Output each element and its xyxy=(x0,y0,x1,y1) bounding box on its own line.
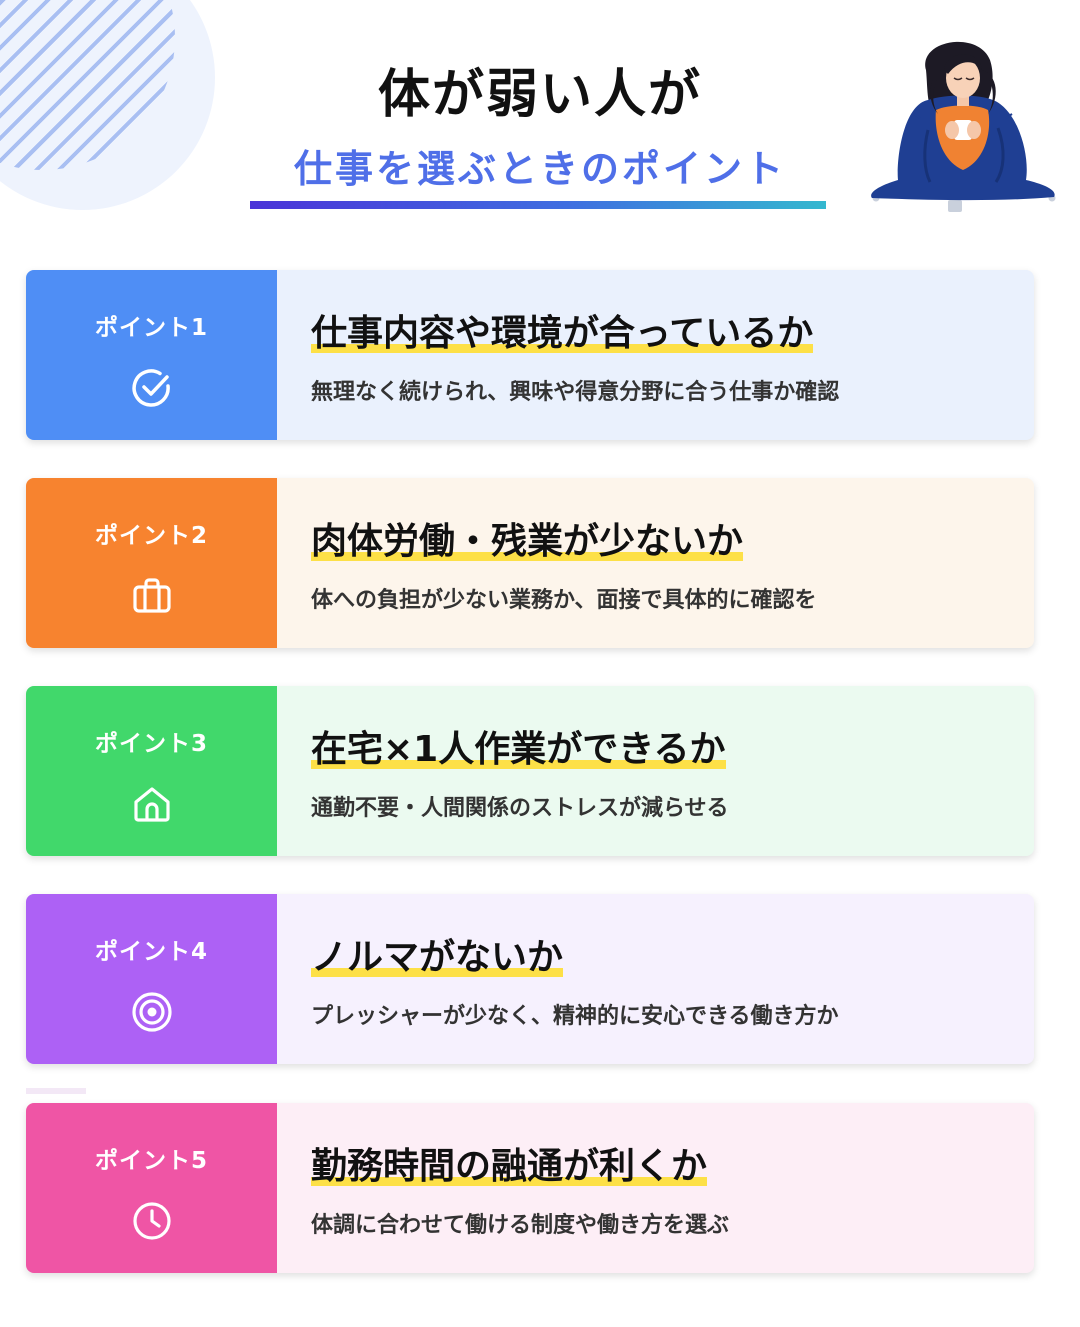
subtitle-underline-bar xyxy=(250,201,826,209)
page-subtitle: 仕事を選ぶときのポイント xyxy=(293,147,786,191)
point-label: ポイント5 xyxy=(94,1148,208,1174)
point-card-badge: ポイント2 xyxy=(26,478,277,648)
briefcase-icon xyxy=(132,578,171,613)
point-label: ポイント1 xyxy=(94,315,208,341)
point-card-3: ポイント3 在宅×1人作業ができるか 通勤不要・人間関係のストレスが減らせる xyxy=(26,686,1034,856)
point-card-badge: ポイント5 xyxy=(26,1103,277,1273)
point-label: ポイント3 xyxy=(94,731,208,757)
home-icon xyxy=(133,787,170,822)
point-label: ポイント4 xyxy=(94,939,208,965)
sick-woman-illustration xyxy=(871,41,1056,212)
point-card-content: ノルマがないか プレッシャーが少なく、精神的に安心できる働き方か xyxy=(277,894,1034,1064)
point-title: ノルマがないか xyxy=(311,928,564,980)
target-icon xyxy=(131,992,172,1032)
point-title: 肉体労働・残業が少ないか xyxy=(311,512,744,564)
page-title: 体が弱い人が xyxy=(377,65,702,125)
point-card-badge: ポイント4 xyxy=(26,894,277,1064)
point-description: 無理なく続けられ、興味や得意分野に合う仕事か確認 xyxy=(311,380,840,405)
clock-icon xyxy=(132,1202,171,1240)
point-title: 仕事内容や環境が合っているか xyxy=(311,304,814,356)
decorative-divider xyxy=(26,1088,86,1094)
point-card-badge: ポイント1 xyxy=(26,270,277,440)
point-card-4: ポイント4 ノルマがないか プレッシャーが少なく、精神的に安心できる働き方か xyxy=(26,894,1034,1064)
point-card-1: ポイント1 仕事内容や環境が合っているか 無理なく続けられ、興味や得意分野に合う… xyxy=(26,270,1034,440)
point-description: プレッシャーが少なく、精神的に安心できる働き方か xyxy=(311,1004,839,1029)
point-label: ポイント2 xyxy=(94,523,208,549)
point-card-2: ポイント2 肉体労働・残業が少ないか 体への負担が少ない業務か、面接で具体的に確… xyxy=(26,478,1034,648)
point-card-content: 在宅×1人作業ができるか 通勤不要・人間関係のストレスが減らせる xyxy=(277,686,1034,856)
point-card-badge: ポイント3 xyxy=(26,686,277,856)
point-card-5: ポイント5 勤務時間の融通が利くか 体調に合わせて働ける制度や働き方を選ぶ xyxy=(26,1103,1034,1273)
point-title: 勤務時間の融通が利くか xyxy=(311,1137,708,1189)
point-title: 在宅×1人作業ができるか xyxy=(311,720,726,772)
point-description: 体調に合わせて働ける制度や働き方を選ぶ xyxy=(311,1213,730,1238)
point-card-content: 仕事内容や環境が合っているか 無理なく続けられ、興味や得意分野に合う仕事か確認 xyxy=(277,270,1034,440)
point-card-content: 勤務時間の融通が利くか 体調に合わせて働ける制度や働き方を選ぶ xyxy=(277,1103,1034,1273)
check-circle-icon xyxy=(131,369,170,407)
point-card-content: 肉体労働・残業が少ないか 体への負担が少ない業務か、面接で具体的に確認を xyxy=(277,478,1034,648)
point-description: 体への負担が少ない業務か、面接で具体的に確認を xyxy=(311,588,817,613)
point-description: 通勤不要・人間関係のストレスが減らせる xyxy=(311,796,729,821)
decorative-circle xyxy=(0,0,215,210)
